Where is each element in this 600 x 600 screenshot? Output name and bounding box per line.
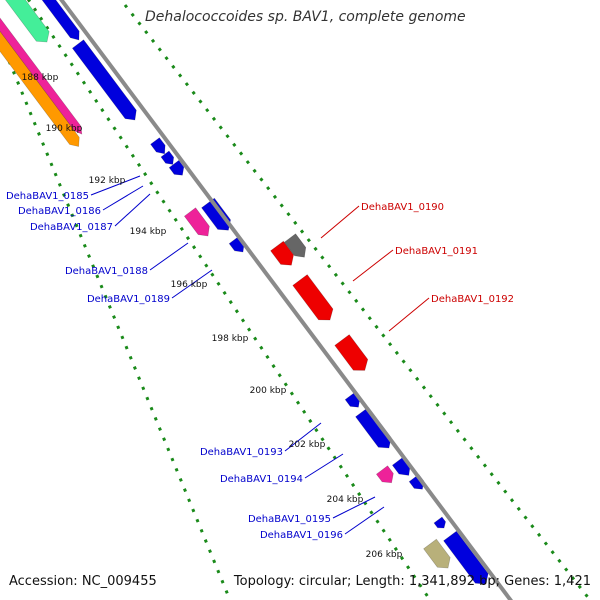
pink-gene-arrow: [183, 207, 210, 237]
mint-gene-arrow: [0, 0, 50, 43]
gene-features: [0, 0, 489, 585]
leader-line: [149, 242, 189, 271]
blue-gene-arrow: [355, 406, 392, 449]
gene-label: DehaBAV1_0195: [248, 514, 331, 525]
scale-tick-label: 188 kbp: [22, 73, 59, 83]
scale-tick-label: 206 kbp: [366, 550, 403, 560]
scale-tick-label: 194 kbp: [130, 227, 167, 237]
gene-label: DehaBAV1_0193: [200, 447, 283, 458]
leader-line: [90, 175, 141, 196]
pink-gene-arrow: [0, 0, 83, 135]
genome-summary-text: Topology: circular; Length: 1,341,892 bp…: [233, 574, 591, 589]
scale-tick-label: 200 kbp: [250, 386, 287, 396]
gene-label: DehaBAV1_0196: [260, 530, 343, 541]
pink-gene-arrow: [375, 465, 394, 484]
blue-gene-arrow: [443, 530, 489, 585]
label-leader-lines: [90, 175, 430, 535]
orange-gene-arrow: [0, 0, 80, 147]
leader-line: [388, 297, 430, 332]
leader-line: [332, 496, 376, 519]
red-gene-arrow: [334, 334, 369, 371]
gene-label: DehaBAV1_0187: [30, 222, 113, 233]
leader-line: [320, 205, 360, 239]
red-gene-arrow: [270, 240, 294, 266]
leader-line: [102, 185, 144, 211]
leader-line: [344, 506, 385, 535]
leader-line: [171, 269, 213, 299]
scale-tick-label: 202 kbp: [289, 440, 326, 450]
scale-tick-labels: 188 kbp 190 kbp 192 kbp 194 kbp 196 kbp 198 k…: [22, 73, 403, 560]
gene-labels: DehaBAV1_0185DehaBAV1_0186DehaBAV1_0187D…: [6, 191, 514, 541]
blue-gene-arrow: [71, 39, 137, 121]
blue-gene-arrow: [35, 0, 80, 41]
gene-label: DehaBAV1_0189: [87, 294, 170, 305]
gene-label: DehaBAV1_0190: [361, 202, 444, 213]
blue-gene-arrow: [160, 150, 174, 165]
scale-tick-label: 190 kbp: [46, 124, 83, 134]
scale-tick-label: 204 kbp: [327, 495, 364, 505]
gene-label: DehaBAV1_0194: [220, 474, 303, 485]
blue-gene-arrow: [201, 197, 231, 231]
accession-text: Accession: NC_009455: [9, 574, 157, 589]
red-gene-arrow: [292, 274, 334, 321]
tick-dot-ring: [26, 0, 432, 600]
gene-label: DehaBAV1_0192: [431, 294, 514, 305]
scale-tick-label: 196 kbp: [171, 280, 208, 290]
tick-dot-ring: [123, 4, 592, 600]
blue-gene-arrow: [168, 159, 185, 176]
blue-gene-arrow: [433, 516, 446, 529]
gray-gene-arrow: [283, 233, 307, 258]
scale-tick-label: 192 kbp: [89, 176, 126, 186]
leader-line: [304, 453, 344, 479]
blue-gene-arrow: [150, 137, 166, 155]
genome-backbone: [58, 0, 514, 600]
gene-label: DehaBAV1_0185: [6, 191, 89, 202]
scale-tick-label: 198 kbp: [212, 334, 249, 344]
gene-label: DehaBAV1_0191: [395, 246, 478, 257]
map-title: Dehalococcoides sp. BAV1, complete genom…: [145, 9, 466, 25]
gene-label: DehaBAV1_0188: [65, 266, 148, 277]
leader-line: [284, 422, 322, 452]
khaki-gene-arrow: [423, 538, 451, 569]
leader-line: [114, 193, 151, 227]
leader-line: [352, 249, 394, 282]
gene-label: DehaBAV1_0186: [18, 206, 101, 217]
